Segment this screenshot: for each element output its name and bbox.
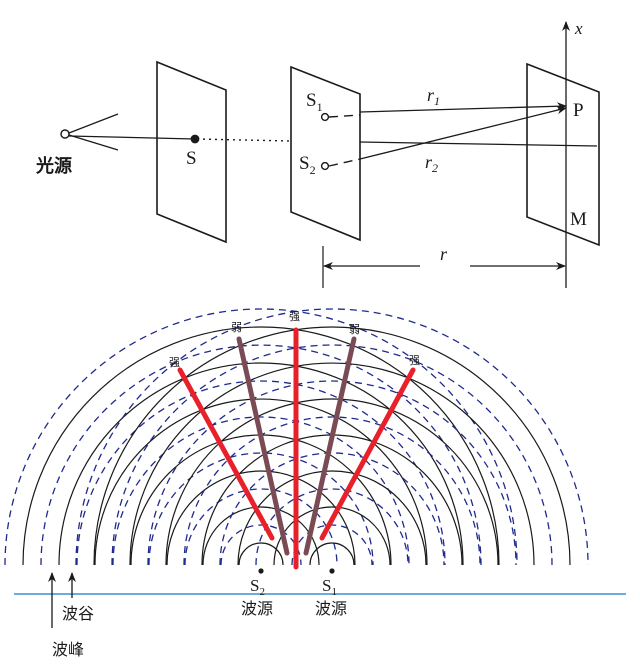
crest-arc-s2-9 (94, 398, 428, 566)
crest-arc-s1-3 (273, 506, 391, 566)
r1-label: r1 (427, 85, 440, 108)
source-label: 光源 (35, 155, 72, 177)
optical-axis-center (359, 141, 598, 147)
double-slit-screen (290, 65, 361, 242)
m-label: M (570, 209, 587, 230)
top-labels: 光源 S S1 S2 r1 r2 P M x r (35, 19, 587, 264)
optical-axis (68, 135, 196, 140)
crest-arc-s2-11 (58, 362, 464, 566)
weak-line-right (303, 336, 357, 556)
s1-wave-label: S1 (322, 576, 337, 598)
trough-arc-s2-6 (148, 452, 374, 566)
s2-label: S2 (299, 153, 316, 177)
first-screen (156, 60, 227, 244)
trough-arc-s1-8 (183, 416, 481, 566)
bottom-labels: 强 弱 弱 强 强 S2 S1 波源 波源 波谷 波峰 (52, 310, 420, 659)
trough-label: 波谷 (62, 604, 94, 623)
label-weak-left: 弱 (231, 321, 242, 334)
light-ray-down (68, 134, 119, 151)
crest-arc-s1-11 (129, 362, 535, 566)
label-strong-center: 强 (289, 310, 300, 323)
trough-arc-s1-12 (111, 344, 553, 566)
ray-r1 (359, 102, 567, 113)
trough-arc-s2-2 (220, 524, 302, 566)
crest-arc-s1-9 (165, 398, 499, 566)
crest-label: 波峰 (52, 640, 84, 659)
s1-label: S1 (306, 90, 323, 114)
label-strong-right: 强 (409, 354, 420, 367)
slit-s1 (320, 112, 330, 122)
strong-line-left (177, 367, 275, 541)
wave-source-s1-label: 波源 (315, 599, 347, 618)
crest-arc-s2-5 (166, 470, 356, 566)
observation-screen (526, 62, 600, 247)
crest-arc-s2-3 (202, 506, 320, 566)
optical-axis-dotted (196, 138, 291, 142)
trough-arc-s1-2 (291, 524, 373, 566)
trough-arc-s1-6 (219, 452, 445, 566)
label-strong-left: 强 (169, 356, 180, 369)
double-slit-diagram (60, 21, 600, 288)
ray-r2 (359, 106, 567, 160)
interference-lines (177, 327, 416, 570)
crest-arc-s2-13 (22, 326, 500, 566)
crest-arc-s1-5 (237, 470, 427, 566)
s-label: S (186, 148, 197, 169)
trough-arc-s2-12 (40, 344, 482, 566)
wave-interference-diagram (4, 308, 626, 628)
label-weak-right: 弱 (349, 323, 360, 336)
r-label: r (440, 244, 448, 264)
ray-r2-dashed (328, 158, 361, 167)
slit-s2 (320, 161, 330, 171)
trough-arc-s2-14 (4, 308, 518, 566)
wave-source-s2 (258, 568, 264, 574)
trough-arc-s1-10 (147, 380, 517, 566)
light-ray-up (68, 113, 119, 134)
p-label: P (573, 100, 584, 121)
trough-arc-s2-8 (112, 416, 410, 566)
wave-source-s2-label: 波源 (241, 599, 273, 618)
crest-arc-s1-13 (93, 326, 571, 566)
trough-arc-s2-10 (76, 380, 446, 566)
r2-label: r2 (425, 152, 438, 175)
crest-arc-s2-1 (238, 542, 284, 566)
crest-arc-s1-1 (309, 542, 355, 566)
wave-fronts (4, 308, 589, 566)
strong-line-right (319, 367, 416, 541)
ray-r1-dashed (328, 114, 361, 118)
s2-wave-label: S2 (250, 576, 265, 598)
light-source (60, 129, 70, 139)
weak-line-left (236, 336, 290, 556)
trough-arc-s1-14 (75, 308, 589, 566)
wave-source-s1 (329, 568, 335, 574)
slit-s (190, 134, 200, 144)
x-label: x (574, 19, 583, 38)
